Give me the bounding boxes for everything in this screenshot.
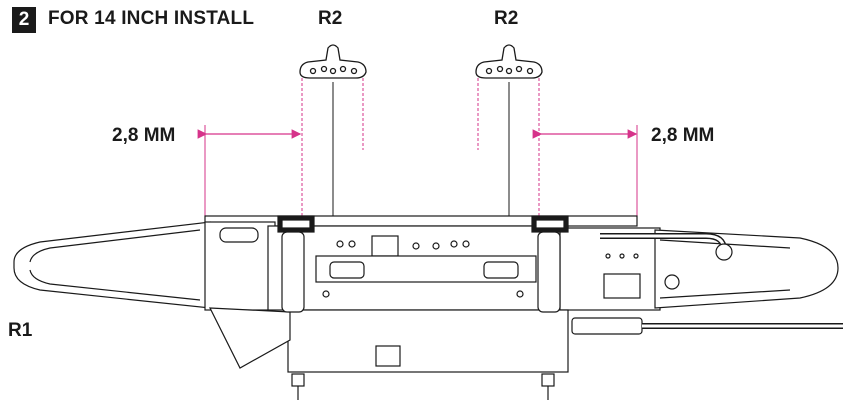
dimension-label-right: 2,8 MM [651,125,715,146]
display-assembly [13,215,843,400]
step-number-badge: 2 [12,7,36,33]
part-label-r2-right: R2 [494,8,519,29]
step-title: FOR 14 INCH INSTALL [48,8,255,29]
alignment-lines [301,78,540,218]
r2-bracket-left [299,44,367,79]
part-label-r1: R1 [8,320,33,341]
r2-bracket-right [475,44,543,79]
extension-lines [204,125,638,218]
part-label-r2-left: R2 [318,8,343,29]
dimension-label-left: 2,8 MM [112,125,176,146]
